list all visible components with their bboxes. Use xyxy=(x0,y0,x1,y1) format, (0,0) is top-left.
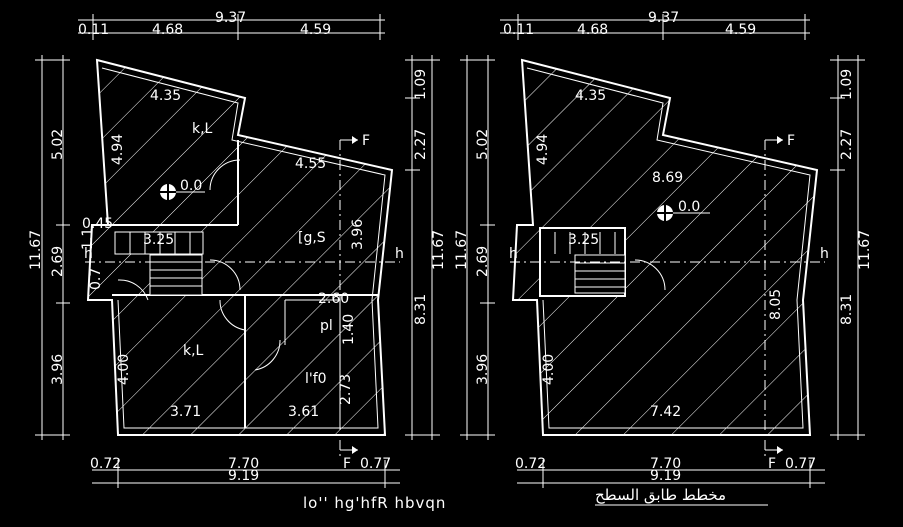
top-overall-dim: 9.37 xyxy=(648,10,679,26)
section-f-bottom: F xyxy=(343,456,351,472)
level-value: 0.0 xyxy=(180,178,202,194)
top-offset-dim: 0.11 xyxy=(78,22,109,38)
dim-left-side: 4.00 xyxy=(541,354,557,385)
section-h-right: h xyxy=(395,246,404,262)
room-label-left: k,L xyxy=(183,343,204,359)
roof-floor-plan: 9.37 0.11 4.68 4.59 11.67 5.02 2.69 3.96… xyxy=(454,10,873,506)
left-overall-dim: 11.67 xyxy=(28,230,44,270)
dim-bottom-left: 3.71 xyxy=(170,404,201,420)
bottom-left-dim: 0.72 xyxy=(90,456,121,472)
dim-bath-h: 1.40 xyxy=(341,314,357,345)
dim-bottom: 7.42 xyxy=(650,404,681,420)
right-lower-dim: 8.31 xyxy=(839,294,855,325)
left-bottom-dim: 3.96 xyxy=(475,354,491,385)
left-mid-dim: 2.69 xyxy=(50,246,66,277)
bottom-mid-dim: 7.70 xyxy=(650,456,681,472)
left-top-dim: 5.02 xyxy=(50,129,66,160)
bottom-right-dim: 0.77 xyxy=(360,456,391,472)
room-label-top: k,L xyxy=(192,121,213,137)
room-label-right: l'f0 xyxy=(305,371,327,387)
top-seg2-dim: 4.59 xyxy=(725,22,756,38)
bottom-left-dim: 0.72 xyxy=(515,456,546,472)
dim-mid-width: 8.69 xyxy=(652,170,683,186)
room-label-mid: [g,S xyxy=(298,230,326,246)
dim-small-a: 0.45 xyxy=(82,216,113,232)
top-seg2-dim: 4.59 xyxy=(300,22,331,38)
room-label-bath: pl xyxy=(320,318,333,334)
bottom-right-dim: 0.77 xyxy=(785,456,816,472)
right-lower-dim: 8.31 xyxy=(413,294,429,325)
section-h-right: h xyxy=(820,246,829,262)
top-seg1-dim: 4.68 xyxy=(577,22,608,38)
top-overall-dim: 9.37 xyxy=(215,10,246,26)
right-upper-dim: 2.27 xyxy=(839,129,855,160)
level-value: 0.0 xyxy=(678,199,700,215)
left-overall-dim: 11.67 xyxy=(454,230,470,270)
dim-stair: 3.25 xyxy=(568,232,599,248)
right-overall-dim: 11.67 xyxy=(857,230,873,270)
left-bottom-dim: 3.96 xyxy=(50,354,66,385)
dim-top-room-side: 4.94 xyxy=(535,134,551,165)
dim-top-room: 4.35 xyxy=(575,88,606,104)
top-seg1-dim: 4.68 xyxy=(152,22,183,38)
ground-floor-plan: 9.37 0.11 4.68 4.59 11.67 5.02 2.69 3.96… xyxy=(28,10,447,512)
floor-outline xyxy=(511,58,819,436)
stair-block xyxy=(149,254,203,296)
plan-title: مخطط طابق السطح xyxy=(595,486,726,504)
dim-small-c: 0.7 xyxy=(88,268,104,290)
dim-top-room: 4.35 xyxy=(150,88,181,104)
dim-bottom-right: 3.61 xyxy=(288,404,319,420)
bottom-mid-dim: 7.70 xyxy=(228,456,259,472)
section-f-bottom: F xyxy=(768,456,776,472)
bottom-overall-dim: 9.19 xyxy=(228,468,259,484)
left-mid-dim: 2.69 xyxy=(475,246,491,277)
plan-title: lo'' hg'hfR hbvqn xyxy=(303,494,446,512)
dim-small-b: 1.1 xyxy=(80,228,96,250)
door-arc xyxy=(209,159,241,191)
top-offset-dim: 0.11 xyxy=(503,22,534,38)
section-h-left: h xyxy=(509,246,518,262)
dim-left-room-side: 4.00 xyxy=(116,354,132,385)
dim-top-room-side: 4.94 xyxy=(110,134,126,165)
section-f-top: F xyxy=(362,133,370,149)
floor-outline xyxy=(86,58,394,436)
right-top-dim: 1.09 xyxy=(839,69,855,100)
bottom-overall-dim: 9.19 xyxy=(650,468,681,484)
dim-right-side: 8.05 xyxy=(768,289,784,320)
section-f-top: F xyxy=(787,133,795,149)
right-overall-dim: 11.67 xyxy=(431,230,447,270)
dim-bath-w: 2.60 xyxy=(318,291,349,307)
dim-bottom-side: 2.73 xyxy=(338,374,354,405)
dim-stair: 3.25 xyxy=(143,232,174,248)
section-h-left: h xyxy=(84,246,93,262)
dim-mid-side: 3.96 xyxy=(350,219,366,250)
left-top-dim: 5.02 xyxy=(475,129,491,160)
right-upper-dim: 2.27 xyxy=(413,129,429,160)
right-top-dim: 1.09 xyxy=(413,69,429,100)
dim-mid-width: 4.55 xyxy=(295,156,326,172)
